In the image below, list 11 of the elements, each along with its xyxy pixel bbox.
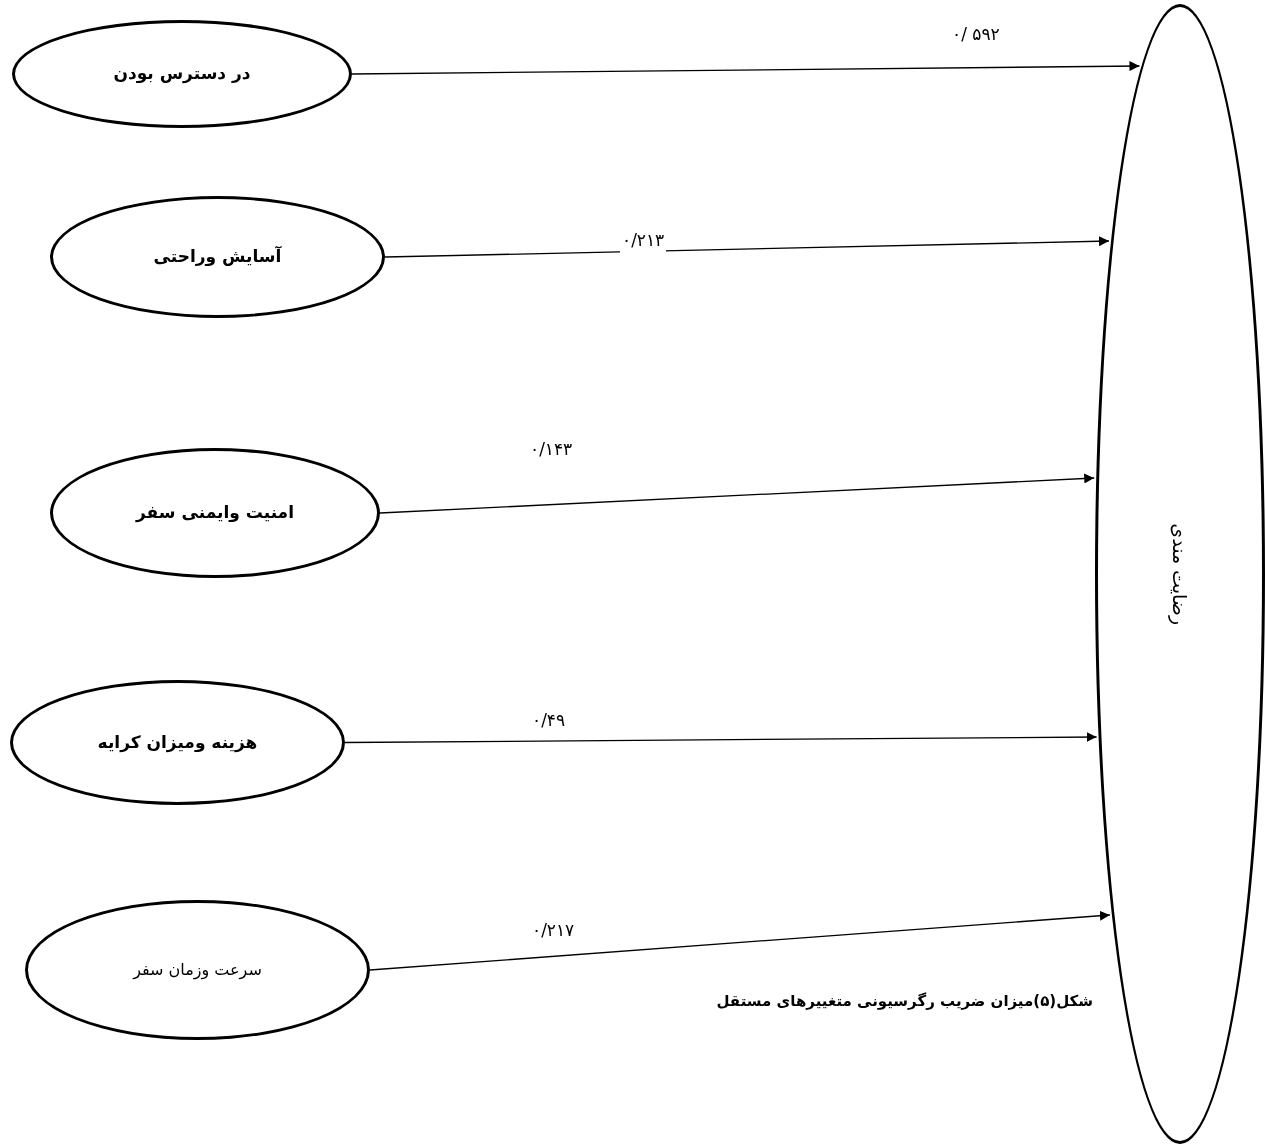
arrow xyxy=(379,473,1095,514)
arrow xyxy=(369,910,1111,971)
node-label: سرعت وزمان سفر xyxy=(133,959,262,982)
node-label: امنیت وایمنی سفر xyxy=(136,501,294,525)
node-label: رضایت مندی xyxy=(1167,523,1193,625)
node-label: هزینه ومیزان کرایه xyxy=(97,730,258,755)
caption: شکل(۵)میزان ضریب رگرسیونی متغییرهای مستقل xyxy=(716,991,1093,1012)
node-label: آسایش وراحتی xyxy=(153,245,282,269)
arrow xyxy=(351,61,1141,75)
node-label: در دسترس بودن xyxy=(113,62,251,86)
arrow xyxy=(384,236,1110,258)
